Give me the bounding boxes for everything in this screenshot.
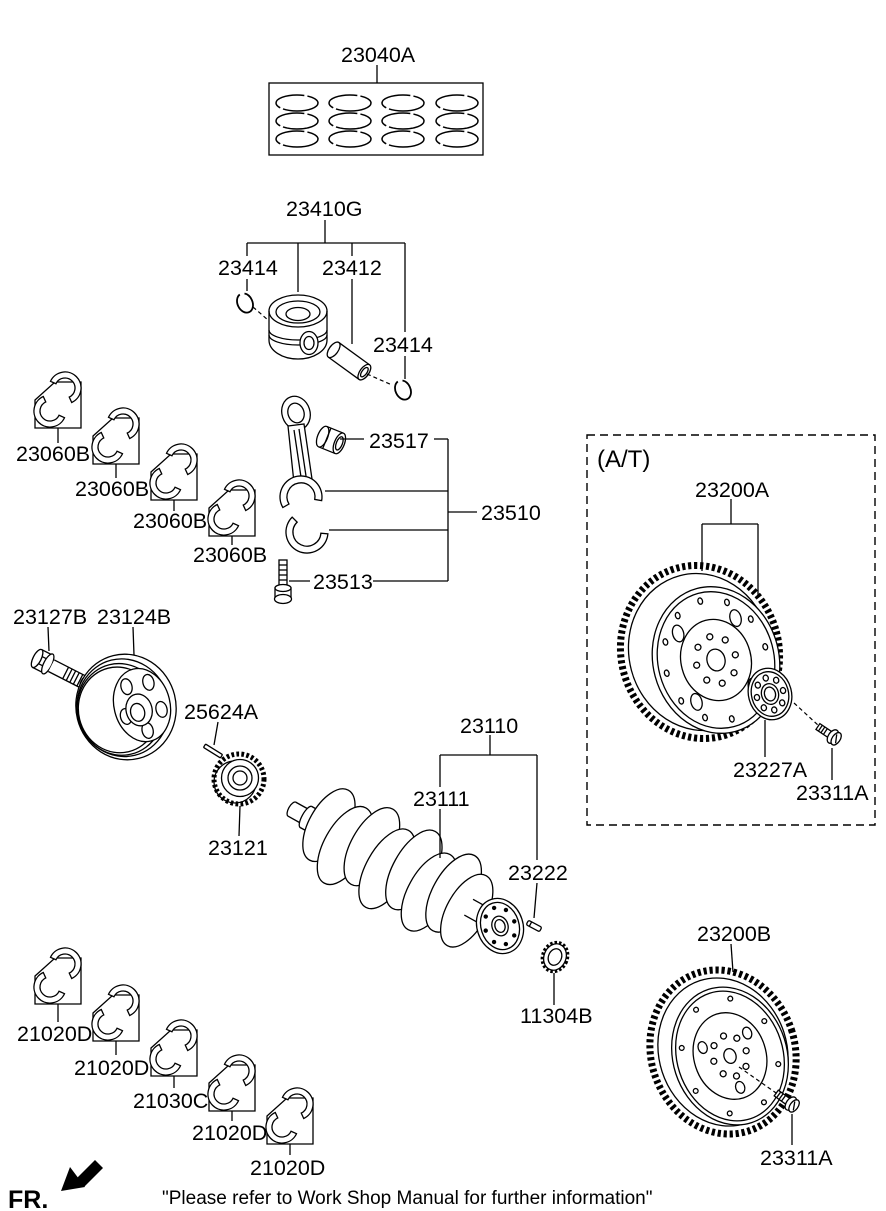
part-label-23124b: 23124B <box>97 605 171 629</box>
woodruff-key <box>526 920 542 932</box>
bearing-shell-pair <box>84 977 147 1048</box>
part-label-23414-2: 23414 <box>373 333 433 357</box>
fr-label: FR. <box>8 1186 48 1211</box>
part-label-23110: 23110 <box>460 714 518 738</box>
part-label-23060b-1: 23060B <box>16 442 90 466</box>
part-label-21020d-3: 21020D <box>192 1121 267 1145</box>
part-label-23412: 23412 <box>322 256 382 280</box>
part-label-23121: 23121 <box>208 836 268 860</box>
crankshaft-pulley <box>75 653 177 761</box>
drive-plate-bolt <box>813 719 845 748</box>
part-label-23517: 23517 <box>369 429 429 453</box>
bearing-shell-pair <box>26 364 89 435</box>
oil-seal <box>540 940 570 974</box>
part-label-23414-1: 23414 <box>218 256 278 280</box>
part-label-23127b: 23127B <box>13 605 87 629</box>
part-label-21020d-2: 21020D <box>74 1056 149 1080</box>
adapter-plate <box>747 667 793 721</box>
part-label-23111: 23111 <box>413 787 470 811</box>
part-label-23311a-2: 23311A <box>760 1146 833 1170</box>
snap-ring-icon <box>236 292 254 314</box>
bearing-shell-pair <box>200 472 263 543</box>
piston-rings-icon <box>381 94 425 148</box>
snap-ring-icon <box>394 379 412 401</box>
bearing-shell-pair <box>26 940 89 1011</box>
crankshaft-gear <box>211 751 267 807</box>
leader-lines <box>47 65 833 1155</box>
part-label-23200a: 23200A <box>695 478 770 502</box>
drive-plate-at <box>616 562 845 748</box>
bearing-shell-pair <box>142 436 205 507</box>
part-label-23410g: 23410G <box>286 197 363 221</box>
connecting-rod <box>279 395 329 554</box>
timing-gear-pin <box>203 743 223 759</box>
rod-bearing-cap <box>285 516 329 554</box>
bearing-shell-pair <box>200 1047 263 1118</box>
rod-bushing <box>315 425 347 455</box>
part-label-23060b-4: 23060B <box>193 543 267 567</box>
part-label-23510: 23510 <box>481 501 541 525</box>
piston-rings-icon <box>328 94 372 148</box>
crankshaft-flange <box>475 897 525 955</box>
part-label-23227a: 23227A <box>733 758 808 782</box>
bearing-shell-pair <box>142 1012 205 1083</box>
footer-note: "Please refer to Work Shop Manual for fu… <box>162 1188 652 1209</box>
bearing-shell-pair <box>258 1080 321 1151</box>
at-box-label: (A/T) <box>597 446 650 473</box>
crankshaft <box>286 788 525 955</box>
part-label-21020d-1: 21020D <box>17 1022 92 1046</box>
bearing-shell-pair <box>84 400 147 471</box>
part-label-23040a: 23040A <box>341 43 416 67</box>
piston-pin <box>326 341 372 381</box>
at-option-box <box>586 434 876 826</box>
part-label-23222: 23222 <box>508 861 568 885</box>
part-label-25624a: 25624A <box>184 700 259 724</box>
part-label-23060b-3: 23060B <box>133 509 207 533</box>
piston-rings-icon <box>275 94 319 148</box>
part-label-23060b-2: 23060B <box>75 477 149 501</box>
piston-ring-set <box>268 82 484 156</box>
part-label-23311a-1: 23311A <box>796 781 869 805</box>
part-label-11304b: 11304B <box>520 1004 593 1028</box>
dashed-assembly-lines <box>252 306 820 1096</box>
rod-bolt <box>273 559 293 605</box>
piston-rings-icon <box>435 94 479 148</box>
part-label-21030c: 21030C <box>133 1089 208 1113</box>
piston <box>268 294 328 360</box>
flywheel <box>646 966 803 1138</box>
part-label-21020d-4: 21020D <box>250 1156 325 1180</box>
part-label-23200b: 23200B <box>697 922 771 946</box>
front-direction-arrow-icon <box>61 1160 103 1191</box>
part-label-23513: 23513 <box>313 570 373 594</box>
